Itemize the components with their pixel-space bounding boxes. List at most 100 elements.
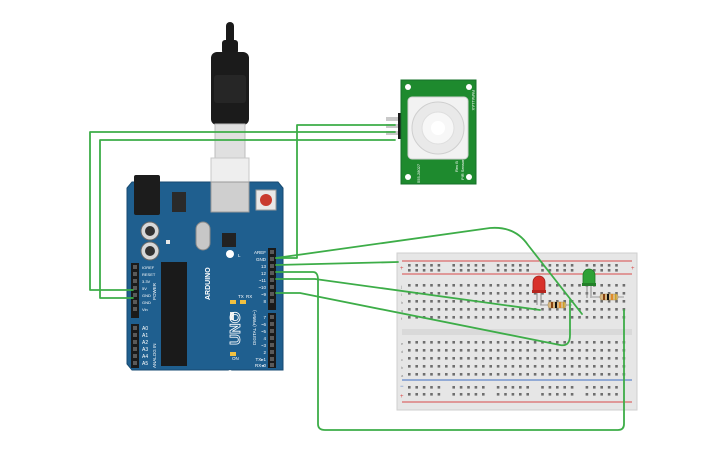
analog-header xyxy=(131,324,139,368)
breadboard-hole xyxy=(533,292,537,295)
breadboard-hole xyxy=(563,284,566,287)
pin-label-4: 4 xyxy=(263,336,266,341)
breadboard-hole xyxy=(474,264,478,267)
breadboard-hole xyxy=(526,357,529,360)
breadboard-hole xyxy=(607,269,611,272)
breadboard-hole xyxy=(511,292,515,295)
breadboard-hole xyxy=(593,269,596,272)
breadboard-hole xyxy=(600,393,603,396)
breadboard-hole xyxy=(474,341,478,344)
breadboard-hole xyxy=(408,386,411,389)
breadboard-hole xyxy=(415,365,418,368)
breadboard-hole xyxy=(504,357,507,360)
breadboard-hole xyxy=(496,264,500,267)
breadboard-hole xyxy=(578,341,581,344)
breadboard-hole xyxy=(593,264,596,267)
breadboard-hole xyxy=(422,386,426,389)
breadboard-hole xyxy=(467,292,470,295)
breadboard-hole xyxy=(607,308,611,311)
breadboard-hole xyxy=(622,284,626,287)
arduino-model: UNO xyxy=(227,311,244,345)
breadboard-hole xyxy=(563,357,566,360)
breadboard-hole xyxy=(467,264,470,267)
resistor-1[interactable] xyxy=(540,301,572,309)
breadboard-hole xyxy=(445,292,448,295)
breadboard-hole xyxy=(504,373,507,376)
breadboard-hole xyxy=(607,349,611,352)
red-led[interactable] xyxy=(532,275,546,305)
breadboard-hole xyxy=(511,284,515,287)
breadboard-hole xyxy=(556,386,559,389)
breadboard-hole xyxy=(511,393,515,396)
row-letter-h: h xyxy=(401,300,403,305)
breadboard-hole xyxy=(511,308,515,311)
row-letter-j: j xyxy=(400,284,402,289)
breadboard-hole xyxy=(408,365,411,368)
breadboard-hole xyxy=(556,316,559,319)
breadboard-hole xyxy=(533,300,537,303)
pin-label-8: 8 xyxy=(263,299,266,304)
breadboard-hole xyxy=(541,373,544,376)
breadboard-hole xyxy=(541,292,544,295)
breadboard-hole xyxy=(408,373,411,376)
breadboard-hole xyxy=(541,386,544,389)
breadboard-hole xyxy=(607,341,611,344)
breadboard-hole xyxy=(415,373,418,376)
row-letter-g: g xyxy=(401,308,403,313)
breadboard-hole xyxy=(489,365,492,368)
breadboard-hole xyxy=(541,269,544,272)
breadboard-hole xyxy=(600,386,603,389)
green-led[interactable] xyxy=(582,268,596,298)
breadboard-hole xyxy=(415,357,418,360)
breadboard-hole xyxy=(615,341,618,344)
breadboard-hole xyxy=(437,308,441,311)
pin-label-3: ~3 xyxy=(261,343,267,348)
breadboard-hole xyxy=(578,308,581,311)
row-letter-f: f xyxy=(401,316,403,321)
breadboard-hole xyxy=(408,300,411,303)
pir-sensor: PARALLAX 555-28027 PIR Sensor Rev B xyxy=(386,79,477,185)
breadboard-hole xyxy=(422,373,426,376)
breadboard-hole xyxy=(600,300,603,303)
breadboard-hole xyxy=(600,349,603,352)
breadboard-hole xyxy=(437,264,441,267)
breadboard-hole xyxy=(430,300,433,303)
breadboard-hole xyxy=(615,308,618,311)
breadboard-hole xyxy=(467,300,470,303)
breadboard-hole xyxy=(496,341,500,344)
breadboard-hole xyxy=(548,386,552,389)
breadboard-hole xyxy=(519,300,522,303)
breadboard-hole xyxy=(526,284,529,287)
breadboard-hole xyxy=(548,300,552,303)
breadboard-hole xyxy=(445,284,448,287)
breadboard-hole xyxy=(437,349,441,352)
breadboard-hole xyxy=(459,264,463,267)
breadboard-hole xyxy=(519,341,522,344)
breadboard-hole xyxy=(600,308,603,311)
breadboard-hole xyxy=(541,300,544,303)
breadboard-hole xyxy=(408,357,411,360)
breadboard-hole xyxy=(607,386,611,389)
breadboard-hole xyxy=(482,357,485,360)
resistor-2[interactable] xyxy=(592,293,624,301)
breadboard-hole xyxy=(452,365,455,368)
breadboard-hole xyxy=(519,269,522,272)
pin-label-gnd-2: GND xyxy=(142,300,151,305)
breadboard-hole xyxy=(504,308,507,311)
breadboard-hole xyxy=(511,365,515,368)
breadboard-hole xyxy=(622,300,626,303)
breadboard-hole xyxy=(422,365,426,368)
breadboard-hole xyxy=(556,284,559,287)
power-header xyxy=(131,263,139,318)
pin-label-gnd-1: GND xyxy=(142,293,151,298)
breadboard-hole xyxy=(556,300,559,303)
breadboard-hole xyxy=(452,373,455,376)
power-jack xyxy=(134,175,160,215)
breadboard-hole xyxy=(585,357,589,360)
breadboard-hole xyxy=(533,373,537,376)
breadboard-hole xyxy=(430,341,433,344)
breadboard-hole xyxy=(607,292,611,295)
breadboard-hole xyxy=(482,373,485,376)
breadboard-hole xyxy=(548,308,552,311)
breadboard-hole xyxy=(593,357,596,360)
